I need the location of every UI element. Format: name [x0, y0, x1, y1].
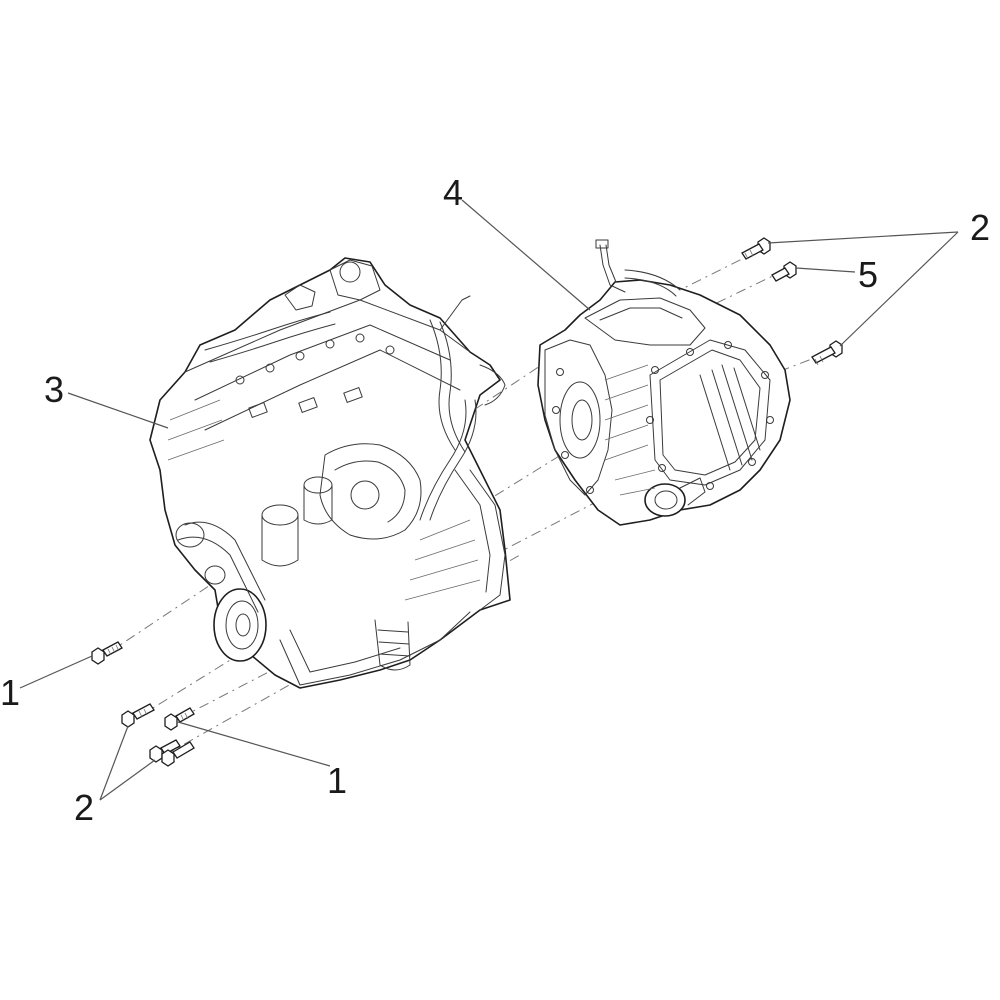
callout-1-left: 1	[0, 672, 20, 713]
callout-2-bottom: 2	[74, 787, 94, 828]
leader-lines	[19, 199, 959, 801]
bolt-icon-bottom-1	[164, 707, 195, 731]
bolt-icon-bottom-2a	[121, 703, 155, 728]
bolt-icon-top-2b	[811, 340, 843, 366]
callout-3: 3	[44, 369, 64, 410]
transmission-assembly-icon	[537, 239, 791, 526]
bolt-icon-top-5	[771, 261, 797, 282]
bolt-icon-top-2a	[741, 237, 771, 260]
callouts: 1 1 2 2 3 4 5	[0, 172, 990, 828]
bolt-icon-left-1	[91, 641, 123, 665]
callout-1-bottom: 1	[327, 760, 347, 801]
callout-5: 5	[858, 254, 878, 295]
engine-assembly-icon	[149, 257, 511, 689]
bolt-icon-bottom-2c	[161, 741, 195, 767]
callout-4: 4	[443, 172, 463, 213]
callout-2-top: 2	[970, 207, 990, 248]
